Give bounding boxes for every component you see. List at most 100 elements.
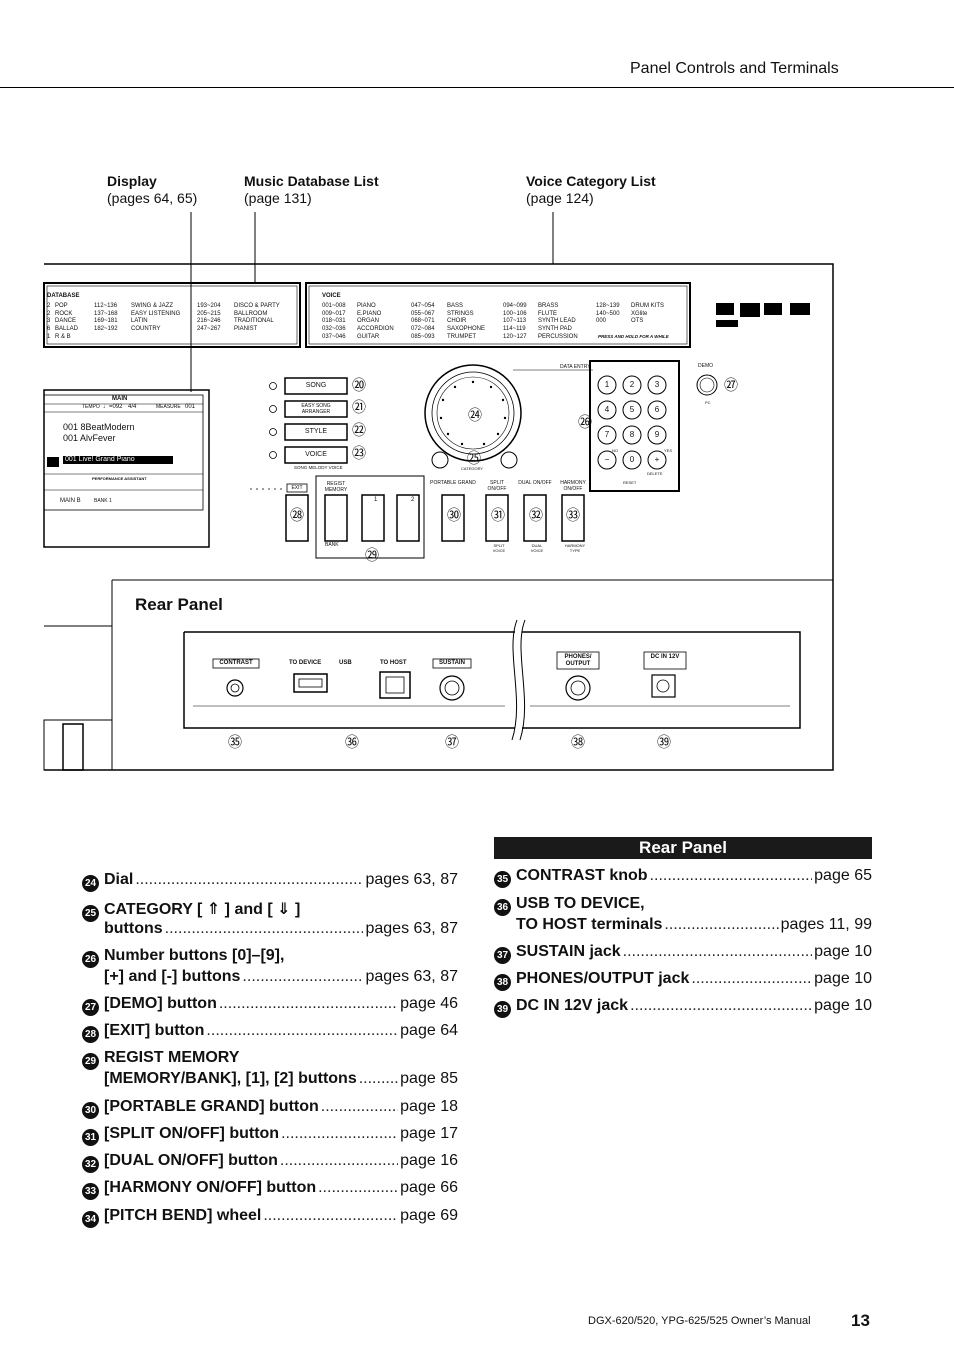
dc-in-jack[interactable] bbox=[652, 675, 675, 697]
memory-bank-button[interactable] bbox=[325, 495, 347, 541]
list-item: 32[DUAL ON/OFF] buttonpage 16 bbox=[82, 1152, 458, 1173]
item-label: [HARMONY ON/OFF] button bbox=[104, 1179, 317, 1196]
keypad-button[interactable]: − bbox=[604, 455, 610, 464]
split-label: SPLIT ON/OFF bbox=[487, 480, 507, 492]
item-label-line2: [+] and [-] buttons bbox=[104, 968, 241, 985]
item-label: [EXIT] button bbox=[104, 1022, 205, 1039]
database-cell: ROCK bbox=[55, 310, 73, 317]
header-rule bbox=[0, 87, 954, 88]
usb-to-device-port[interactable] bbox=[294, 674, 327, 692]
keypad-button[interactable]: 3 bbox=[654, 380, 660, 389]
lcd-tempo: ♩=092 bbox=[103, 404, 123, 410]
item-label: USB TO DEVICE, bbox=[516, 895, 645, 912]
item-number: 37 bbox=[494, 947, 511, 964]
keypad-button[interactable]: 5 bbox=[629, 405, 635, 414]
database-cell: TRADITIONAL bbox=[234, 318, 274, 325]
lcd-song: 001 8BeatModern bbox=[63, 422, 135, 432]
harmony-label: HARMONY ON/OFF bbox=[560, 480, 586, 492]
callout-number: ㉒ bbox=[352, 422, 366, 438]
item-page: page 16 bbox=[400, 1152, 458, 1169]
item-number: 28 bbox=[82, 1026, 99, 1043]
leader-dots bbox=[650, 867, 813, 885]
item-page: pages 63, 87 bbox=[365, 871, 458, 888]
sustain-jack[interactable] bbox=[440, 676, 464, 700]
display-callout: Display (pages 64, 65) bbox=[107, 173, 197, 207]
easy-song-arranger-button[interactable]: EASY SONG ARRANGER bbox=[301, 403, 331, 415]
leader-dots bbox=[623, 943, 813, 961]
item-page: page 46 bbox=[400, 995, 458, 1012]
item-label: SUSTAIN jack bbox=[516, 943, 621, 960]
leader-dots bbox=[318, 1179, 398, 1197]
category-down-button[interactable] bbox=[432, 452, 448, 468]
voice-button[interactable]: VOICE bbox=[305, 451, 327, 458]
item-label: [PORTABLE GRAND] button bbox=[104, 1098, 319, 1115]
item-label: Number buttons [0]–[9], bbox=[104, 947, 285, 964]
callout-number: ㉘ bbox=[290, 507, 304, 523]
leader-dots bbox=[281, 1125, 398, 1143]
list-item: 28[EXIT] buttonpage 64 bbox=[82, 1022, 458, 1043]
voice-cell: 094~099 bbox=[503, 303, 527, 309]
lcd-bank: BANK 1 bbox=[94, 498, 112, 504]
keypad-button[interactable]: + bbox=[654, 455, 660, 464]
voice-cell: 114~119 bbox=[503, 326, 526, 333]
regist-memory-label: REGIST MEMORY bbox=[324, 481, 348, 493]
keypad-button[interactable]: 9 bbox=[654, 430, 660, 439]
contrast-label: CONTRAST bbox=[219, 660, 253, 666]
keypad-button[interactable]: 0 bbox=[629, 455, 635, 464]
database-cell: 193~204 bbox=[197, 303, 221, 309]
voice-cat-callout-ref: (page 124) bbox=[526, 190, 594, 206]
list-item-continued: [MEMORY/BANK], [1], [2] buttonspage 85 bbox=[104, 1070, 458, 1088]
phones-output-jack[interactable] bbox=[566, 676, 590, 700]
leader-dots bbox=[219, 995, 398, 1013]
style-button[interactable]: STYLE bbox=[304, 428, 328, 435]
keypad-button[interactable]: 1 bbox=[604, 380, 610, 389]
usb-to-host-port[interactable] bbox=[380, 672, 410, 698]
database-cell: DANCE bbox=[55, 318, 77, 325]
contrast-knob[interactable] bbox=[227, 680, 243, 696]
regist-1-label: 1 bbox=[374, 497, 378, 503]
item-number: 31 bbox=[82, 1129, 99, 1146]
keypad-button[interactable]: 8 bbox=[629, 430, 635, 439]
leader-dots bbox=[664, 916, 778, 934]
item-page: pages 63, 87 bbox=[365, 920, 458, 937]
voice-cell: FLUTE bbox=[538, 310, 558, 317]
item-number: 39 bbox=[494, 1001, 511, 1018]
pc-label: PC bbox=[705, 400, 711, 405]
leader-dots bbox=[165, 920, 364, 938]
song-button[interactable]: SONG bbox=[305, 382, 327, 389]
item-number: 26 bbox=[82, 951, 99, 968]
regist-1-button[interactable] bbox=[362, 495, 384, 541]
item-number: 38 bbox=[494, 974, 511, 991]
regist-2-button[interactable] bbox=[397, 495, 419, 541]
item-page: page 85 bbox=[400, 1070, 458, 1087]
keypad-button[interactable]: 7 bbox=[604, 430, 610, 439]
leader-dots bbox=[206, 1022, 398, 1040]
demo-button[interactable] bbox=[697, 375, 717, 395]
dual-label: DUAL ON/OFF bbox=[518, 480, 552, 486]
keypad-button[interactable]: 6 bbox=[654, 405, 660, 414]
leader-dots bbox=[321, 1098, 398, 1116]
keypad-button[interactable]: 2 bbox=[629, 380, 635, 389]
harmony-type-label: HARMONY TYPE bbox=[564, 543, 586, 553]
voice-cell: SAXOPHONE bbox=[447, 326, 486, 333]
item-page: page 65 bbox=[814, 867, 872, 884]
lcd-style: 001 AlvFever bbox=[63, 433, 116, 443]
database-cell: LATIN bbox=[131, 318, 148, 325]
item-number: 35 bbox=[494, 871, 511, 888]
voice-cell: 009~017 bbox=[322, 310, 346, 317]
database-cell: DISCO & PARTY bbox=[234, 303, 280, 309]
database-cell: 247~267 bbox=[197, 326, 221, 333]
voice-cell: STRINGS bbox=[447, 310, 474, 317]
list-item: 26 Number buttons [0]–[9], bbox=[82, 947, 458, 968]
voice-cell: BASS bbox=[447, 303, 464, 309]
category-up-button[interactable] bbox=[501, 452, 517, 468]
voice-cell: 000 bbox=[596, 318, 607, 325]
leader-dots bbox=[242, 968, 363, 986]
item-label: PHONES/OUTPUT jack bbox=[516, 970, 690, 987]
database-cell: 112~136 bbox=[94, 303, 118, 309]
item-label: CATEGORY [ ⇑ ] and [ ⇓ ] bbox=[104, 901, 301, 918]
keypad-button[interactable]: 4 bbox=[604, 405, 610, 414]
